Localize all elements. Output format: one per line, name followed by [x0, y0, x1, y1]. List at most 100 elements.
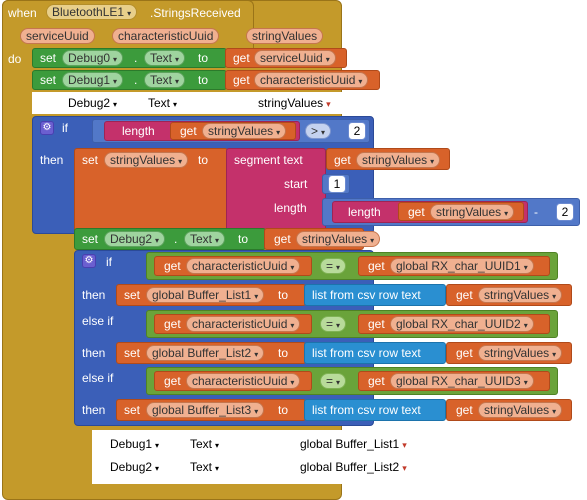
else-if-label: else if	[82, 314, 114, 328]
get-label: get	[334, 153, 351, 167]
operator-dropdown[interactable]: =▾	[320, 258, 347, 274]
list-from-csv-label: list from csv row text	[312, 403, 421, 417]
dot-label: .	[134, 73, 138, 87]
property-dropdown[interactable]: Text▾	[144, 50, 186, 66]
param-characteristic-uuid[interactable]: characteristicUuid	[112, 28, 220, 44]
set-label: set	[124, 403, 141, 417]
global-dropdown[interactable]: global RX_char_UUID3▾	[390, 373, 534, 389]
else-if-label: else if	[82, 371, 114, 385]
start-label: start	[284, 177, 308, 191]
property-dropdown[interactable]: Text▾	[184, 231, 226, 247]
global-dropdown[interactable]: global Buffer_List2▾	[146, 345, 265, 361]
get-label: get	[368, 317, 385, 331]
variable-dropdown[interactable]: serviceUuid▾	[254, 50, 336, 66]
dot-label: .	[134, 51, 138, 65]
then-label: then	[40, 153, 64, 167]
variable-dropdown[interactable]: characteristicUuid▾	[186, 373, 301, 389]
set-label: set	[124, 288, 141, 302]
global-dropdown[interactable]: global Buffer_List3▾	[146, 402, 265, 418]
then-label: then	[82, 346, 106, 360]
variable-dropdown[interactable]: stringValues▾	[258, 96, 331, 110]
list-from-csv-label: list from csv row text	[312, 288, 421, 302]
property-dropdown[interactable]: Text▾	[190, 437, 220, 451]
get-label: get	[180, 124, 197, 138]
set-label: set	[40, 51, 57, 65]
variable-dropdown[interactable]: characteristicUuid▾	[254, 72, 369, 88]
number-input[interactable]: 1	[328, 175, 346, 193]
operator-dropdown[interactable]: =▾	[320, 373, 347, 389]
operator-dropdown[interactable]: >▾	[305, 123, 332, 139]
number-input[interactable]: 2	[556, 203, 574, 221]
variable-dropdown[interactable]: characteristicUuid▾	[186, 316, 301, 332]
to-label: to	[198, 51, 209, 65]
variable-dropdown[interactable]: stringValues▾	[104, 152, 189, 168]
get-label: get	[368, 374, 385, 388]
do-label: do	[8, 52, 22, 66]
gear-icon[interactable]: ⚙	[40, 121, 54, 135]
set-label: set	[82, 153, 99, 167]
event-name: .StringsReceived	[150, 6, 241, 20]
set-label: set	[82, 232, 99, 246]
component-dropdown[interactable]: BluetoothLE1▾	[46, 4, 138, 20]
gear-icon[interactable]: ⚙	[82, 254, 96, 268]
segment-text-label: segment text	[234, 153, 303, 167]
component-dropdown[interactable]: Debug2▾	[68, 96, 118, 110]
param-string-values[interactable]: stringValues	[246, 28, 324, 44]
list-from-csv-block[interactable]	[304, 399, 446, 421]
number-input[interactable]: 2	[348, 122, 366, 140]
get-label: get	[274, 232, 291, 246]
variable-dropdown[interactable]: stringValues▾	[296, 231, 381, 247]
get-label: get	[408, 205, 425, 219]
get-label: get	[164, 374, 181, 388]
disabled-tail-area	[92, 430, 342, 484]
param-service-uuid[interactable]: serviceUuid	[20, 28, 95, 44]
set-label: set	[40, 73, 57, 87]
property-dropdown[interactable]: Text▾	[190, 460, 220, 474]
property-dropdown[interactable]: Text▾	[144, 72, 186, 88]
variable-dropdown[interactable]: stringValues▾	[202, 123, 287, 139]
list-from-csv-label: list from csv row text	[312, 346, 421, 360]
component-dropdown[interactable]: Debug0▾	[62, 50, 124, 66]
minus-operator: -	[534, 205, 538, 219]
global-dropdown[interactable]: global RX_char_UUID1▾	[390, 258, 534, 274]
to-label: to	[278, 346, 289, 360]
variable-dropdown[interactable]: characteristicUuid▾	[186, 258, 301, 274]
get-label: get	[456, 288, 473, 302]
variable-dropdown[interactable]: stringValues▾	[478, 345, 563, 361]
to-label: to	[198, 153, 209, 167]
to-label: to	[198, 73, 209, 87]
to-label: to	[278, 403, 289, 417]
get-label: get	[456, 403, 473, 417]
disabled-debug2-block[interactable]	[32, 92, 342, 114]
variable-dropdown[interactable]: stringValues▾	[356, 152, 441, 168]
length-param-label: length	[274, 201, 307, 215]
global-dropdown[interactable]: global Buffer_List1▾	[300, 437, 407, 451]
list-from-csv-block[interactable]	[304, 342, 446, 364]
set-label: set	[124, 346, 141, 360]
then-label: then	[82, 403, 106, 417]
dot-label: .	[174, 232, 178, 246]
variable-dropdown[interactable]: stringValues▾	[478, 287, 563, 303]
get-label: get	[164, 317, 181, 331]
length-label: length	[122, 124, 155, 138]
variable-dropdown[interactable]: stringValues▾	[478, 402, 563, 418]
then-label: then	[82, 288, 106, 302]
global-dropdown[interactable]: global Buffer_List1▾	[146, 287, 265, 303]
component-dropdown[interactable]: Debug2▾	[110, 460, 160, 474]
get-label: get	[456, 346, 473, 360]
global-dropdown[interactable]: global RX_char_UUID2▾	[390, 316, 534, 332]
to-label: to	[238, 232, 249, 246]
property-dropdown[interactable]: Text▾	[148, 96, 178, 110]
component-dropdown[interactable]: Debug1▾	[62, 72, 124, 88]
to-label: to	[278, 288, 289, 302]
get-label: get	[164, 259, 181, 273]
component-dropdown[interactable]: Debug2▾	[104, 231, 166, 247]
list-from-csv-block[interactable]	[304, 284, 446, 306]
component-dropdown[interactable]: Debug1▾	[110, 437, 160, 451]
if-label: if	[62, 121, 68, 135]
when-label: when	[8, 6, 37, 20]
operator-dropdown[interactable]: =▾	[320, 316, 347, 332]
global-dropdown[interactable]: global Buffer_List2▾	[300, 460, 407, 474]
variable-dropdown[interactable]: stringValues▾	[430, 204, 515, 220]
length-label: length	[348, 205, 381, 219]
